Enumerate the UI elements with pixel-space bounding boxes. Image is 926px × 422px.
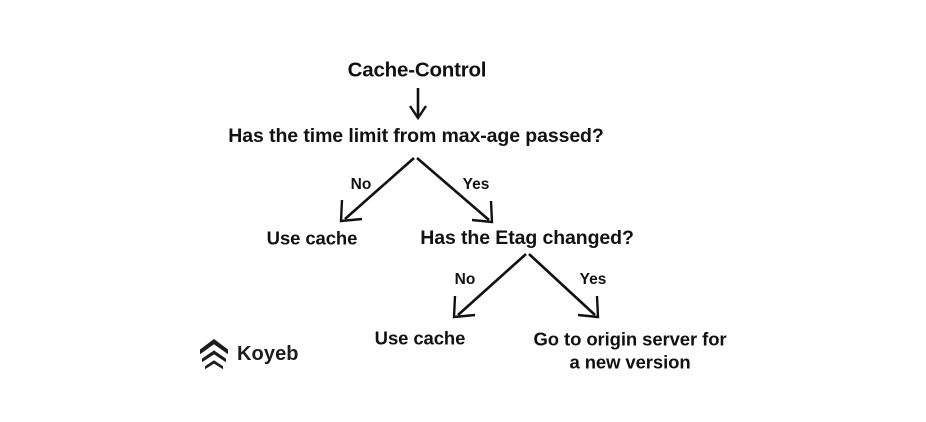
koyeb-chevron-logo-icon xyxy=(200,339,228,370)
edge-label-q2-no: No xyxy=(454,271,476,288)
node-go-to-origin-line-1: Go to origin server for xyxy=(533,328,727,350)
edge-label-q1-yes: Yes xyxy=(462,176,490,193)
node-max-age-question: Has the time limit from max-age passed? xyxy=(228,125,604,148)
edge-label-q2-yes: Yes xyxy=(579,271,607,288)
node-cache-control: Cache-Control xyxy=(347,58,487,82)
arrowhead-q2-to-cache2 xyxy=(452,295,476,319)
koyeb-brand: Koyeb xyxy=(199,338,299,370)
node-etag-question: Has the Etag changed? xyxy=(420,227,634,250)
arrowhead-q2-to-origin xyxy=(577,295,600,319)
arrowhead-q1-to-q2 xyxy=(471,200,494,224)
node-use-cache-1: Use cache xyxy=(266,227,358,249)
node-go-to-origin: Go to origin server for a new version xyxy=(515,328,745,373)
node-use-cache-2: Use cache xyxy=(374,327,466,349)
edge-label-q1-no: No xyxy=(350,176,372,193)
arrowhead-root-to-q1 xyxy=(409,105,427,121)
arrowhead-q1-to-cache1 xyxy=(339,199,363,223)
node-go-to-origin-line-2: a new version xyxy=(569,351,691,372)
koyeb-wordmark: Koyeb xyxy=(237,342,299,365)
